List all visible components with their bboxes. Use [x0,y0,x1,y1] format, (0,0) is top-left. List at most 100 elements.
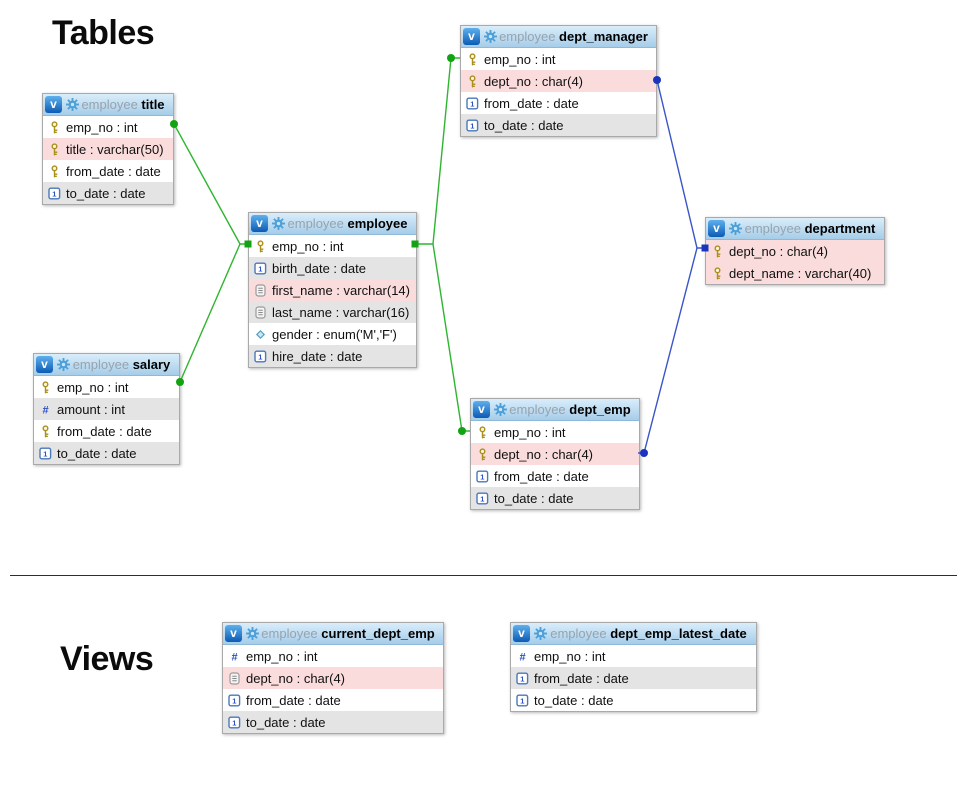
table-name: salary [129,357,171,372]
column-row-dept_no[interactable]: dept_no : char(4) [461,70,656,92]
gear-icon[interactable] [534,627,547,640]
primary-key-icon [47,120,61,134]
column-label: last_name : varchar(16) [272,304,410,320]
column-label: to_date : date [57,445,137,461]
blue-endpoint-dot [640,449,648,457]
column-label: from_date : date [494,468,589,484]
column-row-birth_date[interactable]: 1 birth_date : date [249,257,416,279]
gear-icon[interactable] [66,98,79,111]
column-row-emp_no[interactable]: emp_no : int [34,376,179,398]
table-name: employee [343,216,408,231]
date-icon: 1 [475,492,489,505]
gear-icon[interactable] [484,30,497,43]
gear-icon[interactable] [729,222,742,235]
column-label: dept_no : char(4) [484,73,584,89]
enum-icon [253,328,267,341]
column-label: to_date : date [66,185,146,201]
primary-key-icon [465,52,479,66]
column-label: emp_no : int [534,648,606,664]
gear-icon[interactable] [246,627,259,640]
column-row-from_date[interactable]: 1 from_date : date [223,689,443,711]
primary-key-icon [47,142,61,156]
column-row-from_date[interactable]: 1 from_date : date [461,92,656,114]
column-row-emp_no[interactable]: # emp_no : int [511,645,756,667]
column-label: emp_no : int [246,648,318,664]
column-row-from_date[interactable]: from_date : date [34,420,179,442]
column-label: from_date : date [246,692,341,708]
schema-name: employee [261,626,318,641]
svg-text:1: 1 [258,264,262,273]
green-endpoint-dot [458,427,466,435]
column-row-last_name[interactable]: last_name : varchar(16) [249,301,416,323]
column-row-emp_no[interactable]: # emp_no : int [223,645,443,667]
schema-name: employee [499,29,556,44]
column-label: from_date : date [484,95,579,111]
node-title: employee dept_manager [497,29,654,44]
svg-text:1: 1 [232,696,236,705]
svg-text:1: 1 [232,718,236,727]
column-row-title[interactable]: title : varchar(50) [43,138,173,160]
column-row-emp_no[interactable]: emp_no : int [43,116,173,138]
svg-text:#: # [519,651,525,663]
numeric-icon: # [227,650,241,663]
column-row-dept_no[interactable]: dept_no : char(4) [706,240,884,262]
column-label: to_date : date [246,714,326,730]
table-name: dept_emp [565,402,631,417]
column-row-to_date[interactable]: 1 to_date : date [223,711,443,733]
column-row-dept_no[interactable]: dept_no : char(4) [223,667,443,689]
green-relationship-line [179,243,241,383]
column-row-dept_name[interactable]: dept_name : varchar(40) [706,262,884,284]
column-label: amount : int [57,401,125,417]
text-icon [227,671,241,685]
column-label: birth_date : date [272,260,366,276]
tables-section-heading: Tables [52,14,155,52]
blue-relationship-line [656,79,705,249]
node-title: employee current_dept_emp [259,626,441,641]
column-row-first_name[interactable]: first_name : varchar(14) [249,279,416,301]
gear-icon[interactable] [57,358,70,371]
column-row-emp_no[interactable]: emp_no : int [471,421,639,443]
gear-icon[interactable] [272,217,285,230]
text-icon [253,283,267,297]
table-name: dept_manager [555,29,648,44]
column-row-emp_no[interactable]: emp_no : int [461,48,656,70]
column-row-dept_no[interactable]: dept_no : char(4) [471,443,639,465]
column-row-amount[interactable]: #amount : int [34,398,179,420]
column-row-gender[interactable]: gender : enum('M','F') [249,323,416,345]
column-label: from_date : date [66,163,161,179]
primary-key-icon [710,244,724,258]
column-label: gender : enum('M','F') [272,326,397,342]
gear-icon[interactable] [494,403,507,416]
schema-name: employee [744,221,801,236]
view-toggle-icon: v [36,356,53,373]
schema-name: employee [550,626,607,641]
column-label: from_date : date [57,423,152,439]
svg-text:1: 1 [470,99,474,108]
column-row-emp_no[interactable]: emp_no : int [249,235,416,257]
column-row-from_date[interactable]: from_date : date [43,160,173,182]
